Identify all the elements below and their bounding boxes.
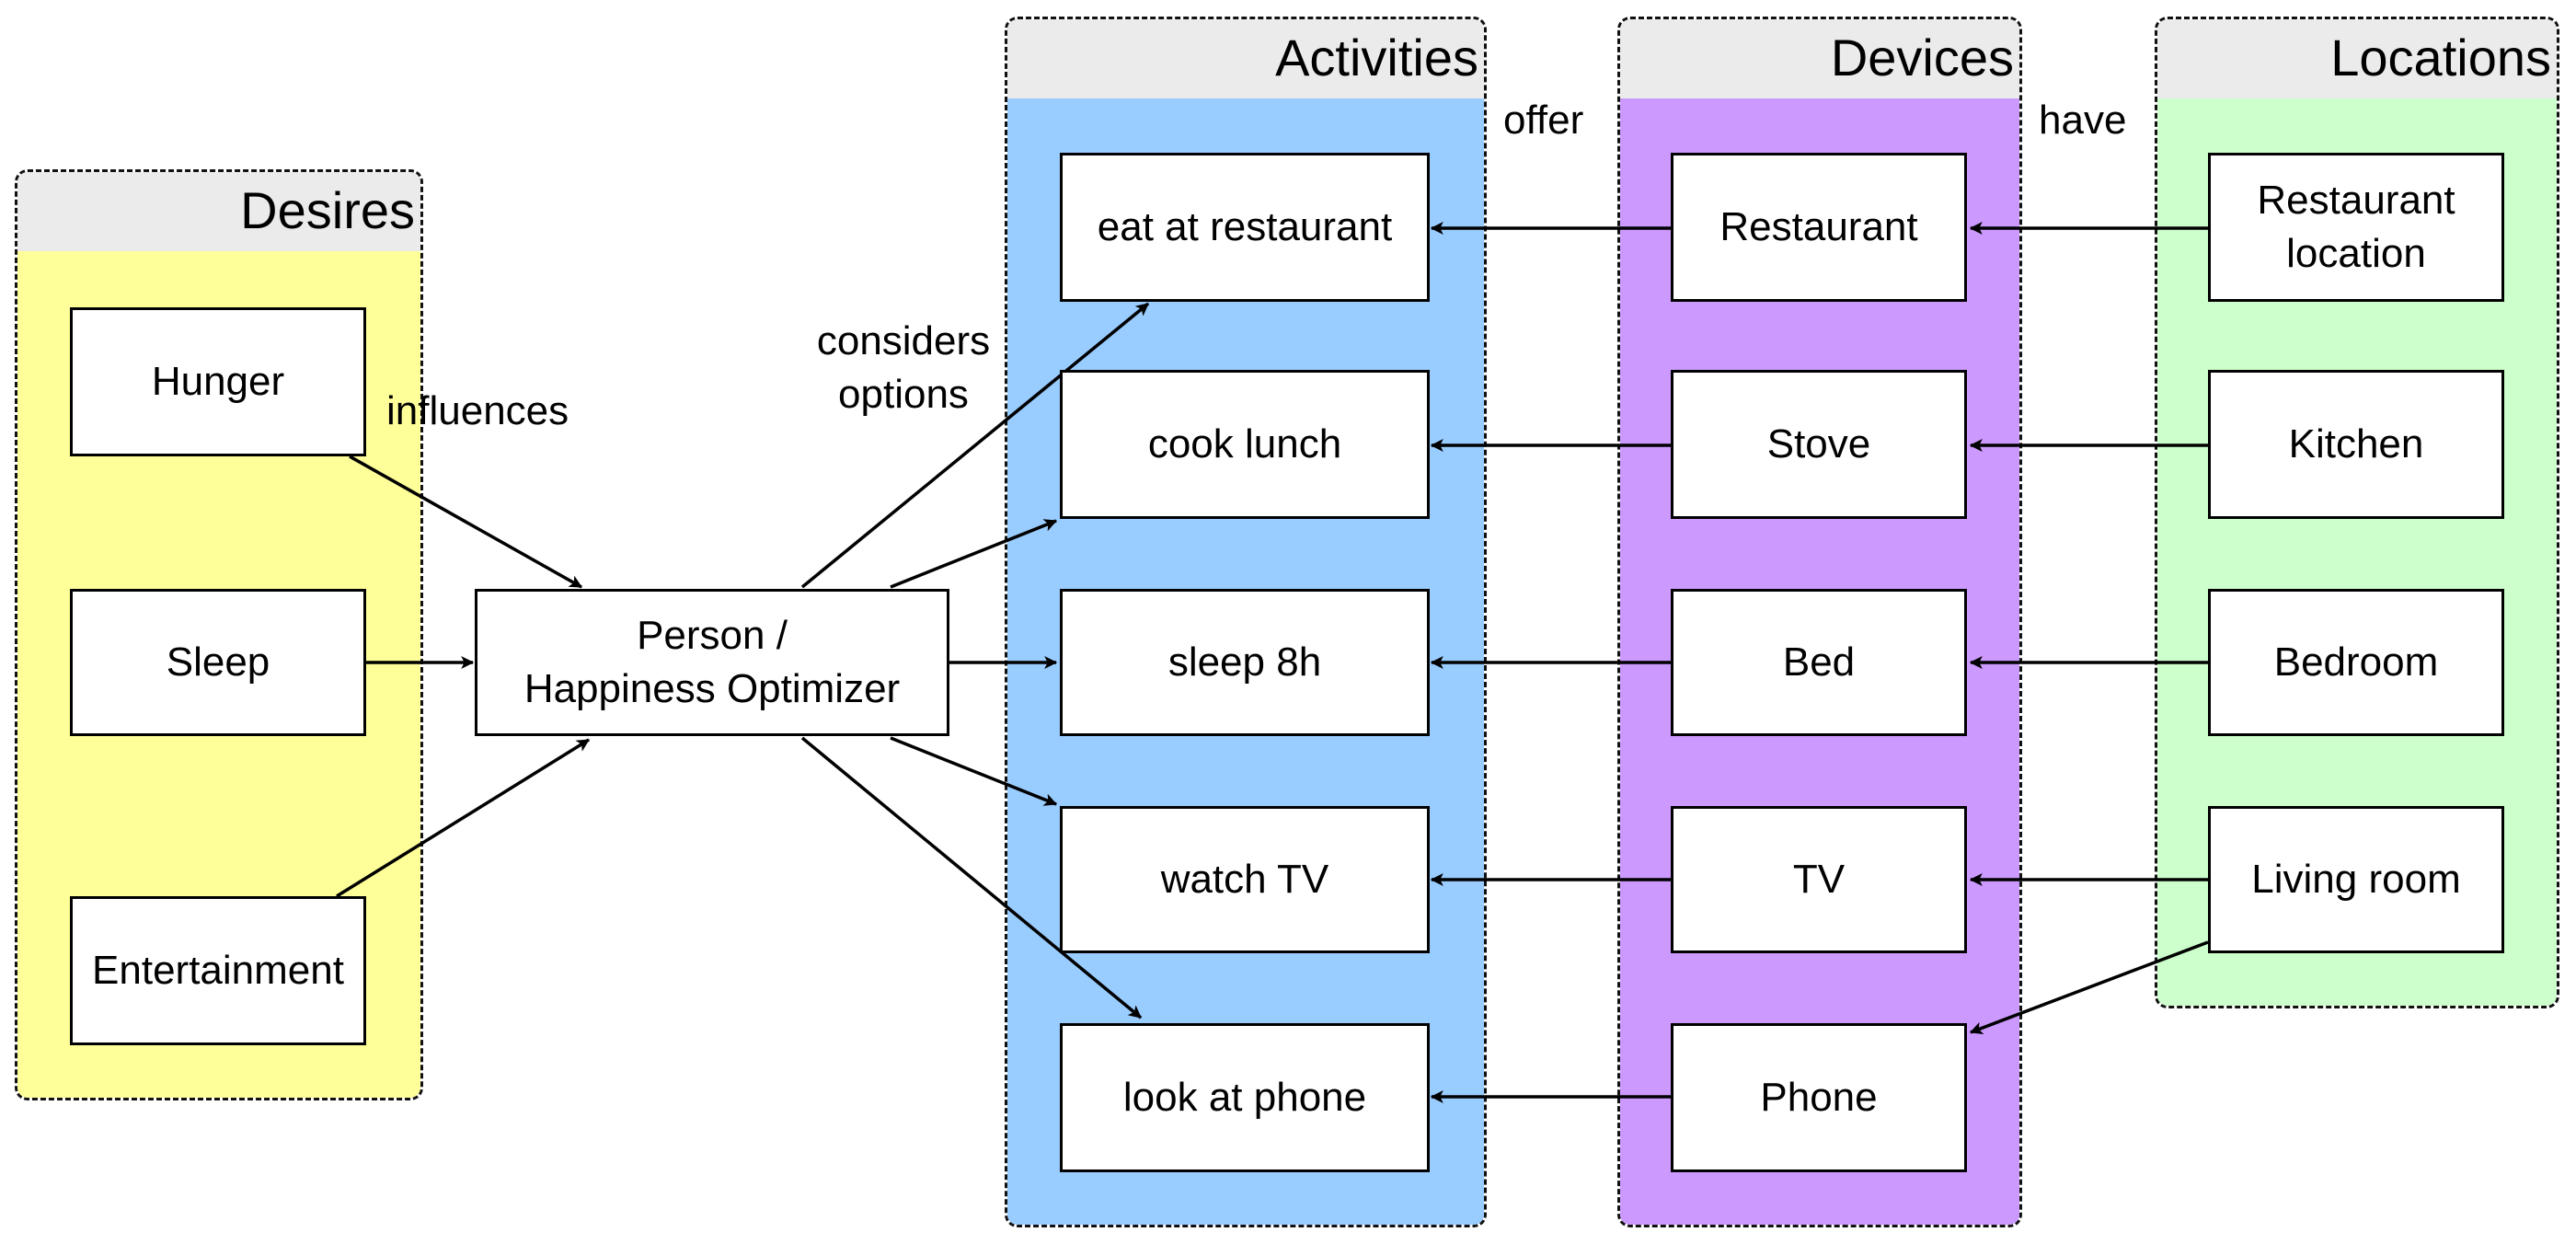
node-bed: Bed (1671, 589, 1967, 736)
node-stove: Stove (1671, 370, 1967, 519)
node-watch-tv: watch TV (1060, 806, 1430, 953)
group-header: Locations (2157, 19, 2557, 98)
node-person: Person / Happiness Optimizer (475, 589, 949, 736)
node-hunger: Hunger (70, 307, 366, 456)
edge-label-influences: influences (386, 388, 569, 433)
node-restaurant: Restaurant (1671, 153, 1967, 302)
edge-label-offer: offer (1503, 98, 1584, 143)
node-phone: Phone (1671, 1023, 1967, 1172)
group-title-devices: Devices (1830, 29, 2014, 86)
node-eat-at-restaurant: eat at restaurant (1060, 153, 1430, 302)
node-cook-lunch: cook lunch (1060, 370, 1430, 519)
node-look-at-phone: look at phone (1060, 1023, 1430, 1172)
edge-person-tv (890, 736, 1058, 806)
edge-hunger-person (349, 455, 583, 589)
node-kitchen: Kitchen (2208, 370, 2504, 519)
node-sleep-8h: sleep 8h (1060, 589, 1430, 736)
edge-person-eat (800, 302, 1150, 589)
group-header: Activities (1007, 19, 1484, 98)
group-title-locations: Locations (2330, 29, 2551, 86)
group-title-desires: Desires (240, 181, 415, 239)
node-entertainment: Entertainment (70, 896, 366, 1045)
node-living-room: Living room (2208, 806, 2504, 953)
edge-livingroom-phone (1969, 940, 2209, 1034)
group-header: Devices (1620, 19, 2019, 98)
node-restaurant-location: Restaurant location (2208, 153, 2504, 302)
edge-label-considers-options: considers options (816, 318, 991, 417)
group-header: Desires (17, 172, 420, 251)
group-title-activities: Activities (1275, 29, 1478, 86)
edge-entertainment-person (336, 738, 590, 898)
node-sleep: Sleep (70, 589, 366, 736)
edge-label-have: have (2039, 98, 2127, 143)
edge-person-cook (890, 519, 1058, 589)
node-tv: TV (1671, 806, 1967, 953)
node-bedroom: Bedroom (2208, 589, 2504, 736)
edge-person-phone (800, 736, 1143, 1019)
